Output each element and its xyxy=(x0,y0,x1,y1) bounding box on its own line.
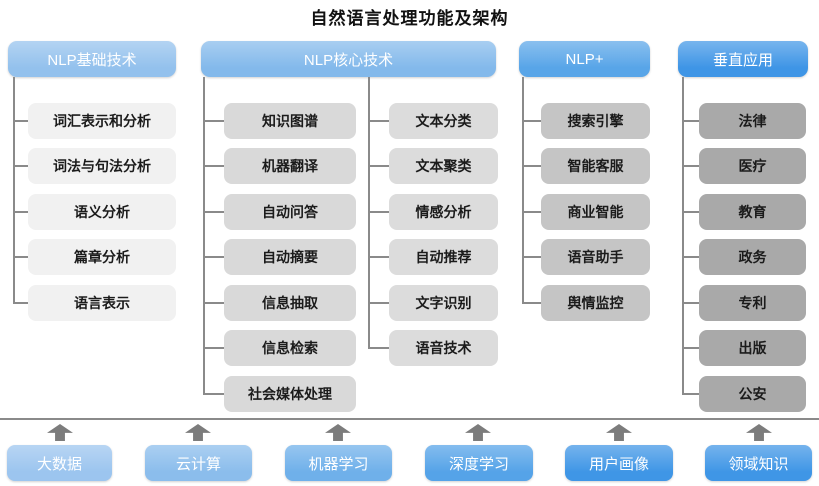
up-arrow-icon xyxy=(746,424,772,441)
connector-stub xyxy=(368,302,389,304)
connector-stub xyxy=(203,120,224,122)
vertical-app-node: 教育 xyxy=(699,194,806,230)
up-arrow-icon xyxy=(606,424,632,441)
connector-stub xyxy=(368,347,389,349)
connector-stub xyxy=(203,256,224,258)
connector-stub xyxy=(368,165,389,167)
connector-spine xyxy=(203,77,205,395)
connector-stub xyxy=(522,211,541,213)
foundation-node: 云计算 xyxy=(145,445,252,481)
vertical-app-node: 公安 xyxy=(699,376,806,412)
foundation-divider xyxy=(0,418,819,420)
basic-tech-node: 语言表示 xyxy=(28,285,176,321)
column-header-vertical-apps: 垂直应用 xyxy=(678,41,808,77)
connector-stub xyxy=(368,211,389,213)
foundation-node: 机器学习 xyxy=(285,445,392,481)
connector-stub xyxy=(203,165,224,167)
column-header-nlp-plus: NLP+ xyxy=(519,41,650,77)
core-tech-node: 文本分类 xyxy=(389,103,498,139)
core-tech-node: 文字识别 xyxy=(389,285,498,321)
core-tech-node: 情感分析 xyxy=(389,194,498,230)
vertical-app-node: 医疗 xyxy=(699,148,806,184)
up-arrow-icon xyxy=(465,424,491,441)
connector-stub xyxy=(682,211,699,213)
core-tech-node: 文本聚类 xyxy=(389,148,498,184)
vertical-app-node: 政务 xyxy=(699,239,806,275)
connector-stub xyxy=(368,120,389,122)
foundation-node: 领域知识 xyxy=(705,445,812,481)
connector-stub xyxy=(13,256,28,258)
foundation-node: 深度学习 xyxy=(425,445,533,481)
connector-stub xyxy=(203,347,224,349)
vertical-app-node: 法律 xyxy=(699,103,806,139)
core-tech-node: 社会媒体处理 xyxy=(224,376,356,412)
nlp-plus-node: 智能客服 xyxy=(541,148,650,184)
basic-tech-node: 词汇表示和分析 xyxy=(28,103,176,139)
connector-spine xyxy=(13,77,15,304)
connector-stub xyxy=(203,211,224,213)
connector-stub xyxy=(682,393,699,395)
connector-stub xyxy=(13,120,28,122)
connector-spine xyxy=(368,77,370,349)
connector-stub xyxy=(522,165,541,167)
core-tech-node: 信息检索 xyxy=(224,330,356,366)
vertical-app-node: 出版 xyxy=(699,330,806,366)
connector-stub xyxy=(682,256,699,258)
core-tech-node: 自动推荐 xyxy=(389,239,498,275)
diagram-title: 自然语言处理功能及架构 xyxy=(310,9,509,28)
connector-stub xyxy=(13,302,28,304)
core-tech-node: 自动摘要 xyxy=(224,239,356,275)
up-arrow-icon xyxy=(325,424,351,441)
connector-stub xyxy=(682,302,699,304)
connector-stub xyxy=(682,120,699,122)
connector-stub xyxy=(13,165,28,167)
core-tech-node: 信息抽取 xyxy=(224,285,356,321)
foundation-node: 大数据 xyxy=(7,445,112,481)
connector-stub xyxy=(203,393,224,395)
column-header-basic-tech: NLP基础技术 xyxy=(8,41,176,77)
nlp-plus-node: 商业智能 xyxy=(541,194,650,230)
connector-stub xyxy=(203,302,224,304)
basic-tech-node: 词法与句法分析 xyxy=(28,148,176,184)
basic-tech-node: 语义分析 xyxy=(28,194,176,230)
connector-stub xyxy=(13,211,28,213)
connector-stub xyxy=(368,256,389,258)
vertical-app-node: 专利 xyxy=(699,285,806,321)
connector-spine xyxy=(682,77,684,395)
foundation-node: 用户画像 xyxy=(565,445,673,481)
up-arrow-icon xyxy=(185,424,211,441)
connector-stub xyxy=(522,302,541,304)
nlp-plus-node: 舆情监控 xyxy=(541,285,650,321)
nlp-plus-node: 搜索引擎 xyxy=(541,103,650,139)
connector-spine xyxy=(522,77,524,304)
connector-stub xyxy=(682,165,699,167)
core-tech-node: 语音技术 xyxy=(389,330,498,366)
up-arrow-icon xyxy=(47,424,73,441)
column-header-core-tech: NLP核心技术 xyxy=(201,41,496,77)
connector-stub xyxy=(522,120,541,122)
nlp-plus-node: 语音助手 xyxy=(541,239,650,275)
connector-stub xyxy=(522,256,541,258)
core-tech-node: 自动问答 xyxy=(224,194,356,230)
connector-stub xyxy=(682,347,699,349)
core-tech-node: 知识图谱 xyxy=(224,103,356,139)
core-tech-node: 机器翻译 xyxy=(224,148,356,184)
basic-tech-node: 篇章分析 xyxy=(28,239,176,275)
